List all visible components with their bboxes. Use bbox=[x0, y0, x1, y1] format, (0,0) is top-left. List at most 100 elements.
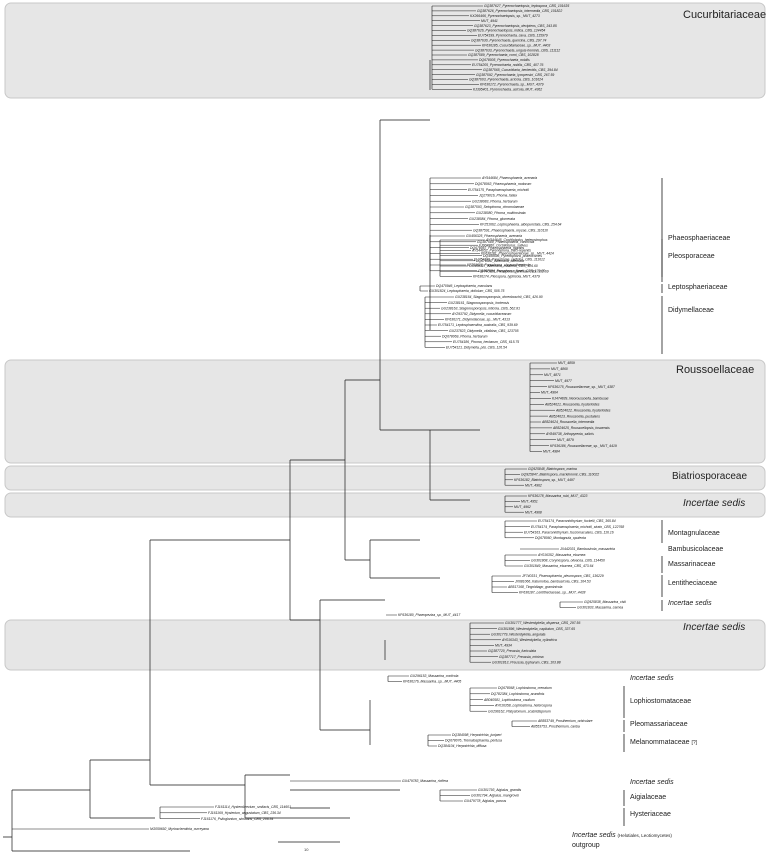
label-phaeosphaeriaceae: Phaeosphaeriaceae bbox=[668, 235, 730, 242]
leaf-label: DQ678063_Phaeosphaeria_nodorum bbox=[475, 182, 532, 186]
leaf-label: MUT_4962 bbox=[514, 505, 531, 509]
leaf-label: KF636178_Massarina_rubi_MUT_4323 bbox=[528, 494, 587, 498]
clade-lop: DQ678068_Lophiostoma_crenatumDQ782384_Lo… bbox=[483, 686, 552, 713]
leaf-label: AB524625_Roussoellopsis_tosaensis bbox=[552, 426, 610, 430]
leaf-label: AY544652_Pyrenophora_tritici-repentis bbox=[471, 249, 531, 253]
clade-lep: DQ470946_Leptosphaeria_maculansGU301824_… bbox=[429, 284, 505, 293]
leaf-label: EU754174_Paraconiothyrium_fuckelii_CBS_3… bbox=[538, 519, 616, 523]
leaf-label: FJ161176_Psiloglonium_simulans_CBS_206.3… bbox=[201, 817, 273, 821]
clade-hys: FJ161114_Hysterobrevium_smilacis_CBS_114… bbox=[201, 805, 291, 821]
leaf-label: DQ678082_Alternaria_alternata bbox=[476, 259, 524, 263]
clade-bam: JX442031_Bambusicola_massarinia bbox=[559, 547, 615, 551]
leaf-label: DQ499596_Pyrenophora_phaeocomes bbox=[483, 254, 542, 258]
leaf-label: AY849738_Arthopyrenia_salicis bbox=[545, 432, 594, 436]
clade-mel: DQ384098_Herpotrichia_juniperiDQ678076_T… bbox=[438, 733, 502, 748]
box-biatriosporaceae bbox=[4, 465, 766, 491]
label-incertae-sedis-5: Incertae sedis bbox=[630, 779, 674, 786]
clade-bia: GQ925848_Biatriospora_marinaGQ925847_Bia… bbox=[514, 467, 599, 487]
box-incertae-sedis-1 bbox=[4, 492, 766, 518]
clade-extra1: KF636180_Phaeopeziza_sp._MUT_4417 bbox=[398, 613, 460, 617]
leaf-label: KF636182_Biatriospora_sp._MUT_4497 bbox=[514, 478, 575, 482]
label-aigialaceae: Aigialaceae bbox=[630, 794, 666, 801]
leaf-label: KF251616_Paraphoma_chrysanthemicola bbox=[467, 263, 530, 267]
leaf-label: GQ387633_Pyrenochaeta_unguis-hominis_CBS… bbox=[475, 48, 560, 52]
label-melanommataceae: Melanommataceae [?] bbox=[630, 739, 698, 746]
leaf-label: DQ384104_Herpotrichia_diffusa bbox=[438, 744, 487, 748]
leaf-label: KF636175_Roussoellaceae_sp._MUT_4387 bbox=[548, 385, 615, 389]
leaf-label: DQ678067_Phaeosphaeria_nigrans bbox=[470, 246, 524, 250]
clade-pmas: AB553749_Prosthemium_orbiculareAB553753_… bbox=[530, 719, 593, 729]
label-massarinaceae: Massarinaceae bbox=[668, 561, 716, 568]
leaf-label: GU238084_Phoma_glomerata bbox=[469, 217, 515, 221]
leaf-label: AB524624_Roussoella_intermedia bbox=[541, 420, 594, 424]
leaf-label: GU456325_Phaeosphaeria_avenaria bbox=[466, 234, 522, 238]
clade-inc3: GU301777_Westerdykella_dispersa_CBS_297.… bbox=[488, 621, 580, 664]
leaf-label: AB524622_Roussoella_hysterioides bbox=[555, 408, 611, 412]
leaf-label: AB553753_Prosthemium_canba bbox=[530, 725, 580, 729]
leaf-label: KF636185_Cucurbitariaceae_sp._MUT_4403 bbox=[482, 43, 550, 47]
leaf-label: KF636180_Phaeopeziza_sp._MUT_4417 bbox=[398, 613, 460, 617]
leaf-label: GQ387626_Pyrenochaetopsis_indica_CBS_124… bbox=[467, 29, 545, 33]
leaf-label: GQ387584_Paraphoma_fimeti_CBS_170.70 bbox=[478, 269, 545, 273]
leaf-label: KJ395401_Pyrenochaeta_acicola_MUT_4362 bbox=[473, 88, 542, 92]
scale-bar-label: 10 bbox=[304, 847, 309, 852]
leaf-label: EU754163_Paraconiothyrium_fuscomaculans_… bbox=[524, 530, 614, 534]
label-lentitheciaceae: Lentitheciaceae bbox=[668, 580, 717, 587]
clade-mas: AY016352_Massarina_eburneaGU301808_Coryn… bbox=[524, 553, 605, 568]
leaf-label: EU754171_Leptosphaerulina_australis_CBS_… bbox=[438, 323, 518, 327]
leaf-label: GU456327_Alternaria_maritima_CBS_126.60 bbox=[469, 264, 538, 268]
leaf-label: GU301833_Massarina_carnea bbox=[577, 606, 623, 610]
leaf-label: EU754174_Paraphaeosphaeria_michotii_stra… bbox=[531, 525, 624, 529]
label-pleosporaceae: Pleosporaceae bbox=[668, 253, 715, 260]
leaf-label: EU754190_Paraphoma_radicina_CBS_111612 bbox=[474, 257, 545, 261]
leaf-label: JQ279016_Phoma_fallax bbox=[478, 194, 517, 198]
label-hysteriaceae: Hysteriaceae bbox=[630, 811, 671, 818]
leaf-label: AB524621_Roussoella_hysterioides bbox=[544, 403, 600, 407]
family-labels: Cucurbitariaceae Phaeosphaeriaceae Pleos… bbox=[572, 9, 766, 849]
label-bambusicolaceae: Bambusicolaceae bbox=[668, 546, 723, 553]
leaf-label: AB553749_Prosthemium_orbiculare bbox=[537, 719, 593, 723]
label-incertae-sedis-4: Incertae sedis bbox=[630, 675, 674, 682]
scale-bar: 10 bbox=[278, 841, 340, 852]
leaf-label: MUT_4859 bbox=[558, 361, 575, 365]
clade-did: GU238164_Stagonosporopsis_dorenboschii_C… bbox=[438, 295, 543, 349]
clade-rou: MUT_4859MUT_4860MUT_4871MUT_4977KF636175… bbox=[541, 361, 617, 454]
label-incertae-sedis-2: Incertae sedis bbox=[668, 600, 712, 607]
leaf-label: KJ474839_Neoroussoella_bambusae bbox=[552, 397, 609, 401]
leaf-label: GQ925847_Biatriospora_mackinnonii_CBS_11… bbox=[521, 473, 599, 477]
clade-inc4: GU296153_Massarina_corticolaKF636176_Mas… bbox=[403, 674, 461, 684]
leaf-label: EU754121_Didymella_pisi_CBS_126.54 bbox=[446, 346, 507, 350]
leaf-label: GQ387589_Phaeosphaeria_caricicola bbox=[477, 240, 534, 244]
leaf-label: GU301794_Aigialus_mangrovei bbox=[471, 794, 519, 798]
label-incertae-sedis-1: Incertae sedis bbox=[683, 498, 745, 509]
leaf-label: EU754199_Pyrenochaeta_cava_CBS_115979 bbox=[478, 34, 548, 38]
clade-inc2: GQ925838_Massarina_cistiGU301833_Massari… bbox=[577, 600, 626, 610]
leaf-label: MUT_4964 bbox=[541, 391, 558, 395]
leaf-label: GQ387589_Pyrenochaeta_corni_CBS_102828 bbox=[468, 53, 539, 57]
leaf-label: GU301808_Corynespora_olivacea_CBS_114450 bbox=[531, 559, 605, 563]
tree-backbone bbox=[3, 60, 480, 852]
leaf-label: MUT_4962 bbox=[525, 483, 542, 487]
clade-mon: EU754174_Paraconiothyrium_fuckelii_CBS_3… bbox=[524, 519, 624, 540]
leaf-label: EU754175_Paraphaeosphaeria_michotii bbox=[468, 188, 529, 192]
leaf-label: GU301813_Preussia_typharum_CBS_103.88 bbox=[492, 660, 561, 664]
leaf-label: KF636176_Massarina_sp._MUT_4405 bbox=[403, 680, 461, 684]
leaf-label: DQ678068_Lophiostoma_crenatum bbox=[498, 686, 552, 690]
leaf-label: EU754186_Phoma_herbarum_CBS_615.75 bbox=[453, 340, 519, 344]
leaf-label: GQ925838_Massarina_cisti bbox=[584, 600, 626, 604]
leaf-label: DQ678060_Montagnula_opulenta bbox=[535, 536, 586, 540]
clade-cuc: GQ387627_Pyrenochaetopsis_leptospora_CBS… bbox=[467, 4, 569, 91]
leaf-label: NG059692_Myriosclerotinia_curreyana bbox=[150, 827, 209, 831]
label-roussoellaceae: Roussoellaceae bbox=[676, 364, 754, 376]
leaf-label: FJ004860_Cochliobolus_sativus bbox=[479, 243, 528, 247]
leaf-label: GU301777_Westerdykella_dispersa_CBS_297.… bbox=[505, 621, 580, 625]
leaf-label: KF636174_Pleospora_typhicola_MUT_4379 bbox=[473, 275, 540, 279]
leaf-label: KF636186_Roussoellaceae_sp._MUT_4419 bbox=[550, 444, 617, 448]
leaf-label: GU296162_Platystomum_scabridisporum bbox=[488, 709, 551, 713]
label-biatriosporaceae: Biatriosporaceae bbox=[672, 471, 747, 482]
leaf-label: MUT_4951 bbox=[521, 500, 538, 504]
leaf-label: GU296153_Massarina_corticola bbox=[410, 674, 459, 678]
label-incertae-sedis-3: Incertae sedis bbox=[683, 622, 745, 633]
leaf-label: KX266466_Pyrenochaetopsis_sp._MUT_4273 bbox=[470, 14, 540, 18]
